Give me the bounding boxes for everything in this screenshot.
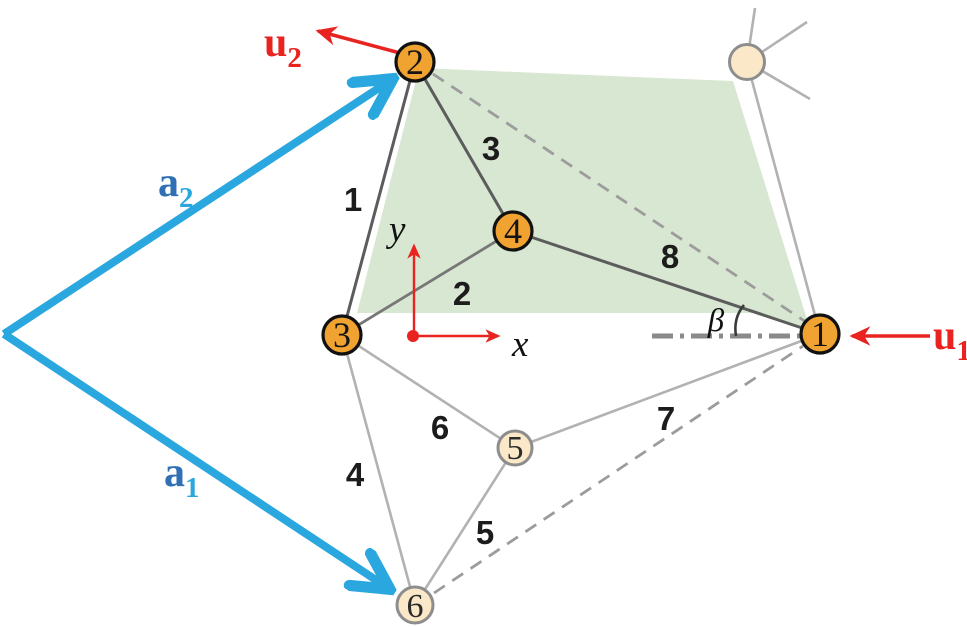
vector-u1-label: u1 [933, 313, 967, 367]
node-3-label: 3 [333, 315, 351, 355]
lattice-vector-a2-arrow [1, 82, 388, 338]
edge-6-label: 6 [431, 409, 449, 446]
unit-cell-region [357, 68, 810, 329]
edge-2-line [341, 229, 514, 337]
lattice-vector-a1-arrow [1, 330, 385, 586]
origin-dot [407, 330, 419, 342]
edge-3-label: 3 [482, 130, 500, 167]
vector-a2-label: a2 [158, 160, 194, 214]
vector-u2-label: u2 [264, 20, 302, 74]
displacement-u2-arrow [315, 26, 401, 55]
node-6-label: 6 [407, 588, 424, 625]
edge-1-label: 1 [344, 181, 362, 218]
edge-7-line [514, 332, 821, 450]
node-4 [492, 210, 534, 252]
edge-2-label: 2 [453, 275, 471, 312]
edge-8-label: 8 [661, 238, 679, 275]
dashed-diagonal-node2-node1 [432, 72, 807, 324]
node-1-label: 1 [811, 314, 829, 354]
edge-5-line [413, 447, 517, 606]
edge-4-label: 4 [346, 456, 365, 493]
node-2 [394, 41, 436, 83]
node-6 [395, 585, 435, 625]
edge-6-line [341, 333, 516, 450]
ghost-node [728, 43, 766, 81]
angle-beta-arc [734, 304, 746, 337]
node-5 [496, 429, 534, 467]
angle-beta-label: β [707, 303, 725, 339]
edge-8-line [512, 229, 821, 336]
node-5-label: 5 [507, 430, 524, 467]
edge-3-line [413, 61, 515, 232]
y-axis-label: y [385, 209, 406, 250]
node-2-label: 2 [406, 42, 424, 82]
node-1 [799, 313, 841, 355]
dashed-diagonal-node6-node1 [433, 344, 804, 595]
edge-5-label: 5 [476, 514, 494, 551]
edge-7-label: 7 [657, 400, 675, 437]
x-axis-label: x [511, 324, 529, 365]
node-4-label: 4 [504, 211, 522, 251]
ghost-node-to-node1-edge [745, 61, 822, 335]
node-3 [321, 314, 363, 356]
edge-4-line [340, 334, 417, 606]
vector-a1-label: a1 [164, 450, 200, 504]
